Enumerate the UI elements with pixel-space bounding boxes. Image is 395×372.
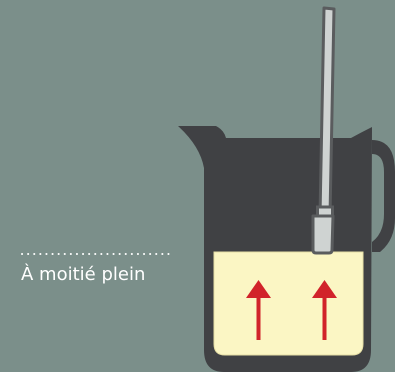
- fill-level-label: À moitié plein: [21, 264, 146, 285]
- arrow-up-icon: [312, 280, 337, 340]
- arrow-up-icon: [246, 280, 271, 340]
- steam-wand-tip: [311, 214, 335, 255]
- pitcher-handle: [372, 140, 395, 252]
- steam-wand: [318, 6, 336, 218]
- milk: [213, 251, 364, 356]
